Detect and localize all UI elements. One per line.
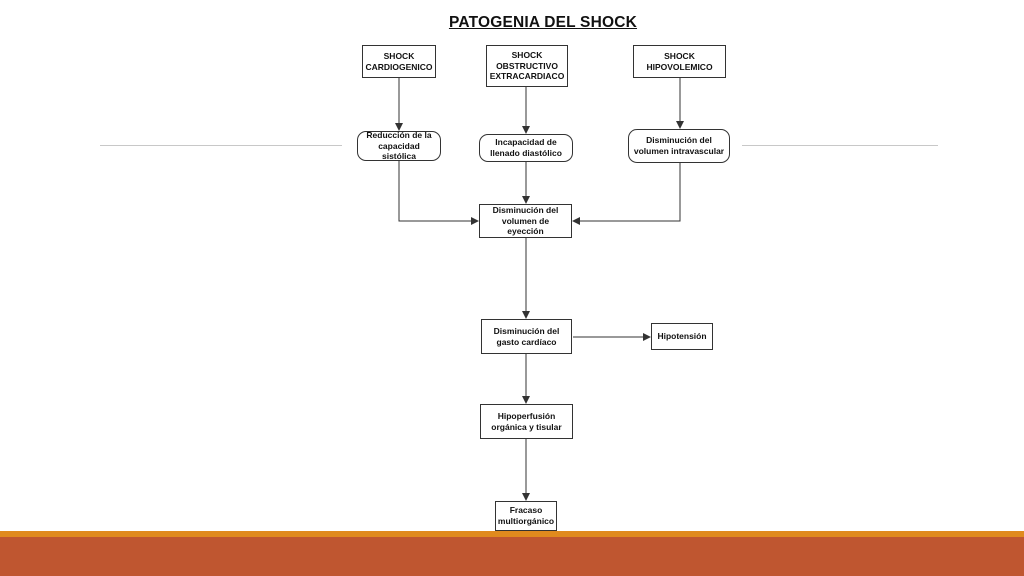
node-fracaso-multiorganico: Fracaso multiorgánico xyxy=(495,501,557,531)
footer-accent-stripe xyxy=(0,531,1024,537)
node-incapacidad-llenado-diastolico: Incapacidad de llenado diastólico xyxy=(479,134,573,162)
node-hipoperfusion: Hipoperfusión orgánica y tisular xyxy=(480,404,573,439)
arrow-intravascular-to-eyeccion xyxy=(572,163,681,225)
node-shock-hipovolemico: SHOCK HIPOVOLEMICO xyxy=(633,45,726,78)
node-reduccion-capacidad-sistolica: Reducción de la capacidad sistólica xyxy=(357,130,441,161)
node-shock-obstructivo: SHOCK OBSTRUCTIVO EXTRACARDIACO xyxy=(486,45,568,87)
arrow-reduccion-to-eyeccion xyxy=(398,161,479,225)
node-disminucion-volumen-intravascular: Disminución del volumen intravascular xyxy=(628,129,730,163)
node-shock-cardiogenico: SHOCK CARDIOGENICO xyxy=(362,45,436,78)
node-hipotension: Hipotensión xyxy=(651,323,713,350)
node-disminucion-volumen-eyeccion: Disminución del volumen de eyección xyxy=(479,204,572,238)
decorative-rule-right xyxy=(742,145,938,146)
decorative-rule-left xyxy=(100,145,342,146)
footer-band xyxy=(0,537,1024,576)
diagram-title: PATOGENIA DEL SHOCK xyxy=(448,14,638,31)
node-disminucion-gasto-cardiaco: Disminución del gasto cardíaco xyxy=(481,319,572,354)
